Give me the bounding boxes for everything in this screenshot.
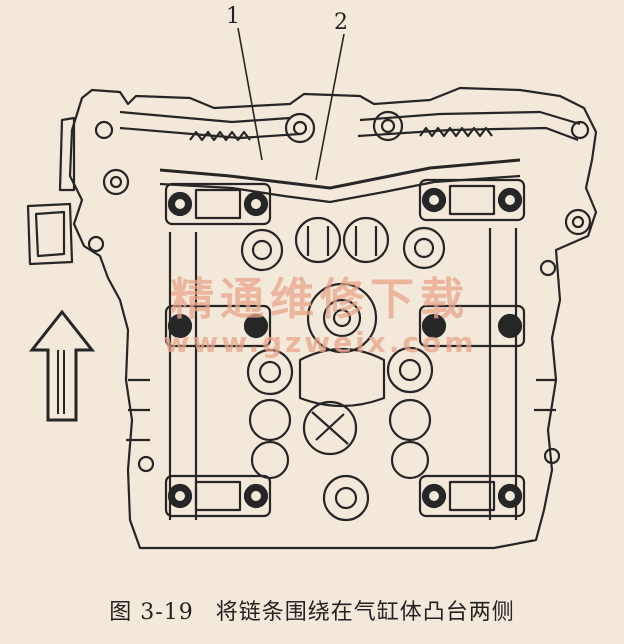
caption-text: 将链条围绕在气缸体凸台两侧 bbox=[215, 600, 515, 625]
left-boss bbox=[58, 116, 76, 192]
caption-label: 图 bbox=[109, 600, 133, 625]
callout-2-leader bbox=[315, 33, 345, 181]
timing-chain bbox=[159, 158, 521, 190]
housing-outline bbox=[68, 86, 598, 550]
caption-number: 3-19 bbox=[140, 600, 194, 625]
watermark-text: 精通维修下载 bbox=[170, 274, 470, 325]
cylinder-head-drawing bbox=[26, 27, 598, 550]
figure-caption: 图 3-19 将链条围绕在气缸体凸台两侧 bbox=[0, 594, 624, 626]
callout-1-leader bbox=[237, 27, 263, 161]
watermark: 精通维修下载 www.gzweix.com bbox=[140, 274, 500, 360]
watermark-url: www.gzweix.com bbox=[163, 326, 477, 359]
callout-1-label: 1 bbox=[226, 4, 240, 29]
engine-figure: 1 2 精通维修下载 www.gzweix.com bbox=[26, 4, 598, 550]
up-arrow-icon bbox=[28, 309, 96, 422]
left-fitting bbox=[26, 202, 74, 266]
callout-2-label: 2 bbox=[334, 10, 348, 35]
